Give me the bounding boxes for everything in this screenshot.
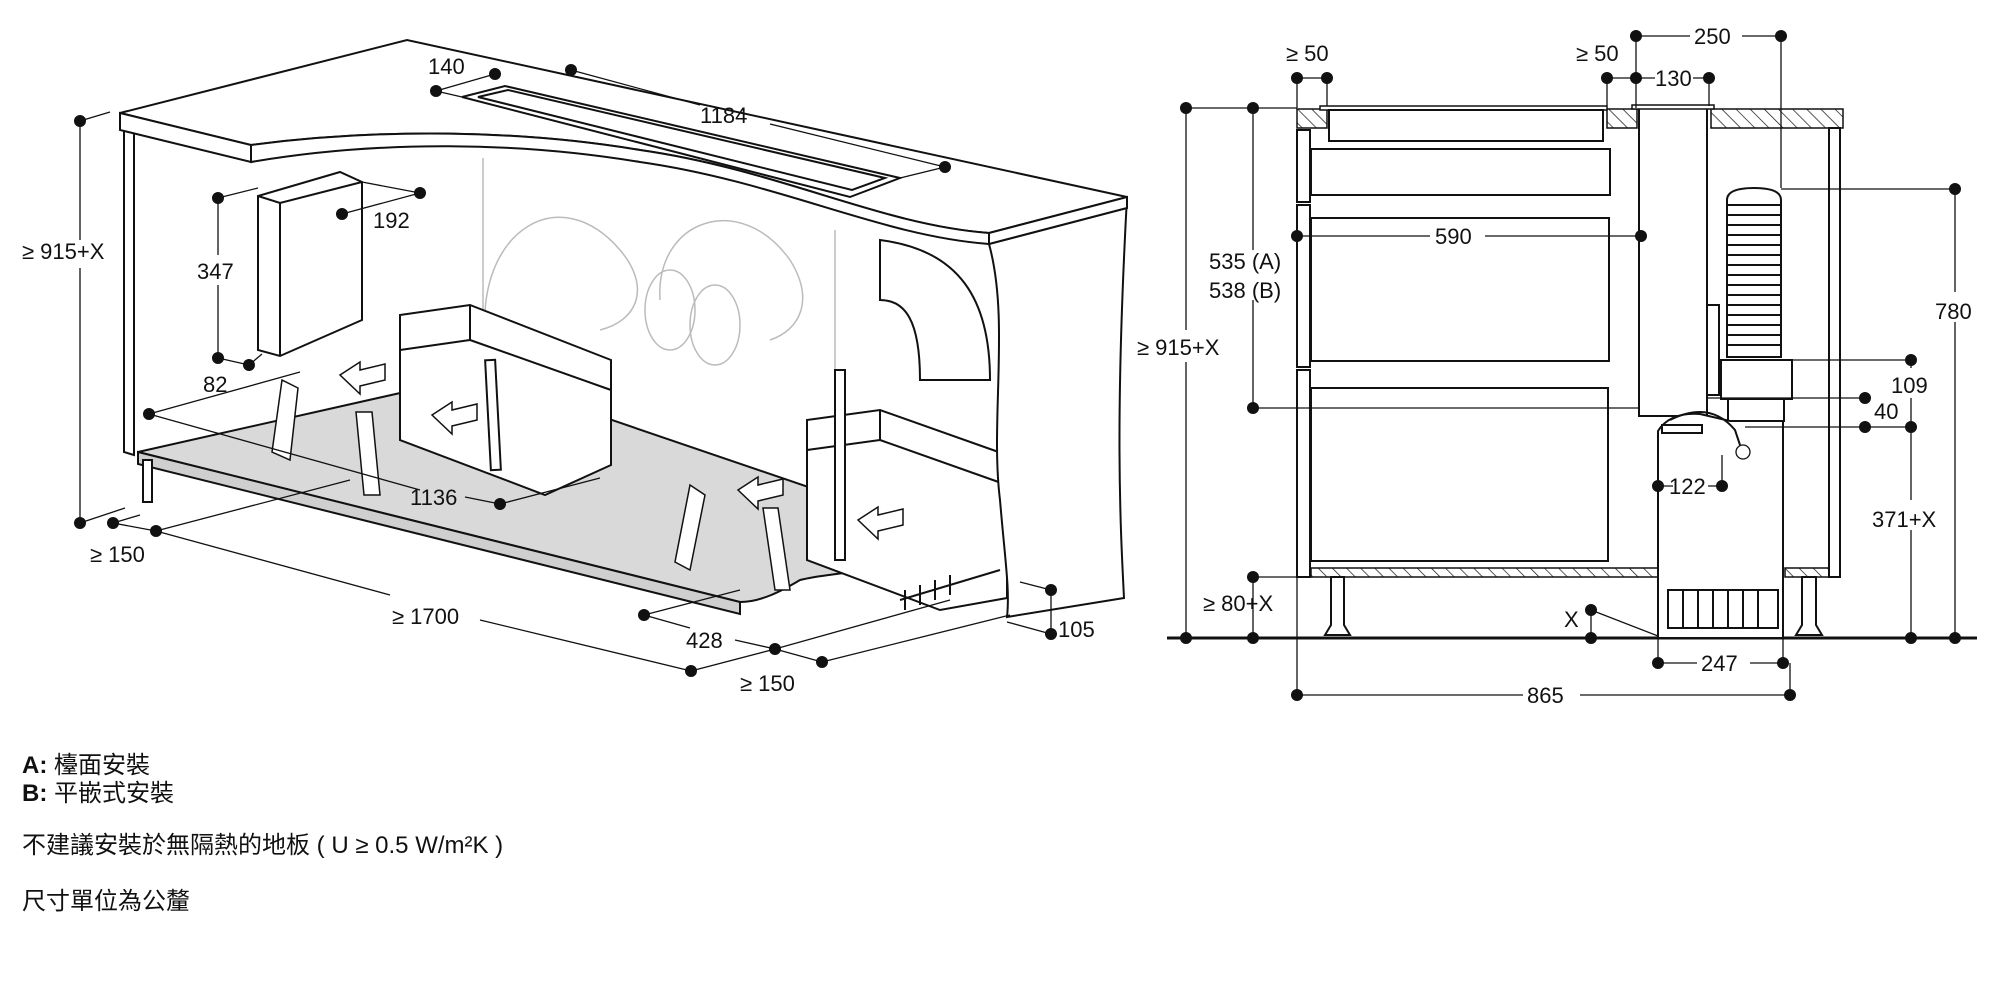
dim-plinth-depth: 428 [686,628,723,653]
dim-overall-height: ≥ 915+X [1137,335,1220,360]
cabinet-left-wall [123,126,135,457]
vent-collar [1631,104,1715,110]
dim-right-clearance: ≥ 150 [740,671,795,696]
dim-depth-b: 538 (B) [1209,278,1281,303]
dim-depth-a: 535 (A) [1209,249,1281,274]
legend-item-b: B: 平嵌式安裝 [22,780,174,808]
dim-duct-width: 130 [1655,66,1692,91]
filter-unit-right [806,369,1008,612]
dim-fan-height: 780 [1935,299,1972,324]
dim-box-offset: 82 [203,372,227,397]
countertop-section-left [1296,108,1328,129]
perspective-dimension-dots [74,64,1057,677]
dim-front-clearance: ≥ 50 [1286,41,1329,66]
cabinet-right-panel [987,196,1128,619]
duct-fans [484,216,992,381]
arrow-icon [856,505,904,541]
front-panel-top [1296,129,1311,203]
dim-connector-offset: 122 [1669,474,1706,499]
airflow-arrows [338,360,904,541]
dim-overall-height: ≥ 915+X [22,239,105,264]
legend-text-b: 平嵌式安裝 [54,780,174,807]
countertop-section-mid [1606,108,1638,129]
dim-duct-offset: 250 [1694,24,1731,49]
filter-unit-left [399,303,612,497]
connector-plug-icon [1735,444,1751,460]
arrow-icon [736,475,784,511]
dim-unit-depth: 247 [1701,651,1738,676]
plinth-panels [271,378,791,591]
dim-unit-spacing: 1136 [410,485,457,510]
wall-box [257,170,363,358]
cabinet-leg [142,459,153,503]
side-dimension-dots [1180,30,1961,701]
front-panel-middle [1296,204,1311,368]
dim-cabinet-depth: 865 [1527,683,1564,708]
dim-connector-gap: 40 [1874,399,1898,424]
fan-motor [1706,186,1793,422]
dim-unit-height: 371+X [1872,507,1937,532]
side-dimension-lines [1185,35,1956,696]
dim-outlet-height: 109 [1891,373,1928,398]
perspective-dimensions [79,69,1052,672]
legend-key-a: A: [22,752,48,779]
arrow-icon [338,360,386,396]
dim-box-depth: 192 [373,208,410,233]
dim-plinth-height: ≥ 80+X [1203,591,1274,616]
filter-unit [1657,411,1784,639]
legend-item-a: A: 檯面安裝 [22,752,174,780]
dim-left-clearance: ≥ 150 [90,542,145,567]
front-panel-bottom [1296,369,1311,578]
dim-slot-width: 140 [428,54,465,79]
side-view: ≥ 915+X 535 (A) 538 (B) ≥ 50 ≥ 50 130 25… [1137,24,1977,708]
dim-box-height: 347 [197,259,234,284]
units-note: 尺寸單位為公釐 [22,888,190,915]
legend-installation-types: A: 檯面安裝 B: 平嵌式安裝 [22,752,174,808]
arrow-icon [430,400,478,436]
cabinet-bottom-left [1310,567,1659,578]
dim-plinth-length: ≥ 1700 [392,604,459,629]
plinth-front-edge [137,450,741,616]
dim-drawer-depth: 590 [1435,224,1472,249]
legend-key-b: B: [22,780,48,807]
cabinet-leg-rear [1794,576,1824,636]
cooktop-body [1328,109,1604,142]
vent-column [1638,107,1708,417]
cabinet-leg-front [1323,576,1352,636]
perspective-view: ≥ 915+X 140 1184 192 347 82 1136 ≥ 150 ≥… [22,38,1128,696]
drawer-1 [1310,148,1611,196]
cabinet-right-wall [1828,127,1841,578]
cabinet-bottom-right [1784,567,1830,578]
drawer-2 [1310,217,1610,362]
dim-floor-gap: X [1564,607,1579,632]
dim-slot-length: 1184 [700,103,747,128]
legend-text-a: 檯面安裝 [54,752,150,779]
floor-insulation-note: 不建議安裝於無隔熱的地板 ( U ≥ 0.5 W/m²K ) [22,832,504,859]
drawer-3 [1310,387,1609,562]
dim-rear-clearance: ≥ 50 [1576,41,1619,66]
dim-plinth-height: 105 [1058,617,1095,642]
countertop-section-right [1710,108,1844,129]
